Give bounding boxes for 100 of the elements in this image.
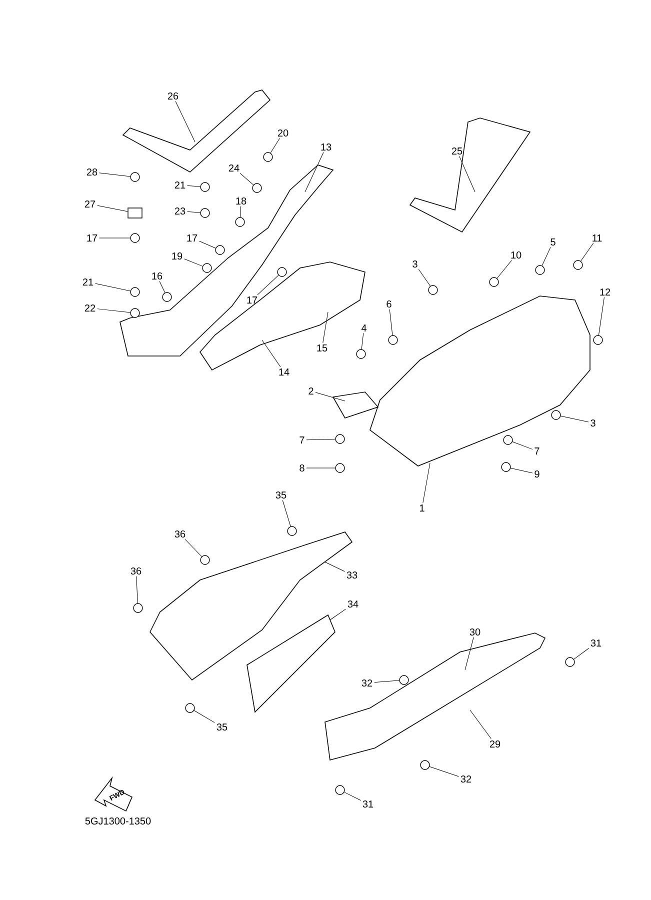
callout-number: 21 [82,278,94,286]
leader-line [306,438,336,440]
callout-number: 3 [590,419,596,427]
fastener [263,152,273,162]
callout-number: 17 [187,234,198,242]
callout-number: 3 [412,260,418,268]
callout-number: 6 [386,300,392,308]
leader-line [184,539,202,557]
leader-line [187,185,200,187]
clip [128,208,142,218]
callout-number: 7 [534,448,540,454]
leader-line [418,269,430,286]
leader-line [512,441,533,450]
callout-number: 5 [550,238,556,246]
callout-number: 32 [460,775,472,783]
callout-number: 17 [87,234,98,242]
fastener [252,183,262,193]
callout-number: 25 [452,147,462,155]
callout-number: 24 [228,164,240,172]
callout-number: 32 [362,679,372,687]
leader-line [95,283,130,292]
fastener [565,657,575,667]
callout-number: 23 [174,207,186,215]
fastener [335,785,345,795]
leader-line [262,340,281,368]
fastener [200,208,210,218]
callout-number: 30 [470,628,480,636]
leader-line [496,260,512,278]
callout-number: 1 [420,504,424,512]
callout-number: 20 [278,129,288,137]
leader-line [282,500,291,527]
leader-line [322,312,328,344]
fastener [356,349,366,359]
callout-number: 9 [534,470,540,478]
leader-line [598,296,604,336]
fastener [130,172,140,182]
leader-line [330,608,346,620]
fastener [200,182,210,192]
fastener [489,277,499,287]
leader-line [194,710,215,723]
fastener [399,675,409,685]
fastener [503,435,513,445]
callout-number: 36 [130,567,142,575]
leader-line [315,392,346,402]
body-panel [120,164,334,356]
leader-line [464,637,474,670]
leader-line [187,211,200,213]
callout-number: 27 [84,200,96,208]
leader-line [459,156,476,192]
callout-number: 18 [236,197,246,205]
callout-number: 7 [300,436,304,444]
leader-line [270,138,280,154]
callout-number: 33 [346,571,358,579]
fastener [287,526,297,536]
leader-line [175,101,196,142]
callout-number: 8 [300,464,304,472]
leader-line [184,258,203,266]
callout-number: 17 [247,296,258,304]
fastener [335,463,345,473]
leader-line [324,562,345,572]
leader-line [240,172,254,186]
callout-number: 10 [511,251,522,259]
callout-number: 35 [216,723,228,731]
fastener [535,265,545,275]
fastener [335,434,345,444]
leader-line [99,172,130,177]
fastener [420,760,430,770]
callout-number: 29 [490,740,500,748]
fastener [130,287,140,297]
callout-number: 12 [600,288,610,296]
body-panel [370,296,590,466]
fastener [573,260,583,270]
leader-line [580,242,594,262]
leader-line [240,206,241,218]
callout-number: 19 [172,252,182,260]
fastener [501,462,511,472]
leader-line [470,710,492,740]
fastener [428,285,438,295]
leader-line [304,152,324,192]
fastener [185,703,195,713]
callout-number: 13 [321,143,332,151]
fastener [277,267,287,277]
callout-number: 31 [362,800,374,808]
fastener [388,335,398,345]
leader-line [510,468,533,474]
fastener [133,603,143,613]
leader-line [542,246,551,266]
fastener [200,555,210,565]
callout-number: 2 [308,388,314,394]
leader-line [136,576,138,604]
leader-line [560,416,589,422]
leader-line [429,766,459,777]
leader-line [374,680,400,683]
fastener [551,410,561,420]
fastener [130,308,140,318]
callout-number: 14 [279,368,290,376]
leader-line [361,332,364,350]
leader-line [97,308,130,313]
callout-number: 21 [174,182,186,188]
callout-number: 35 [276,491,286,499]
